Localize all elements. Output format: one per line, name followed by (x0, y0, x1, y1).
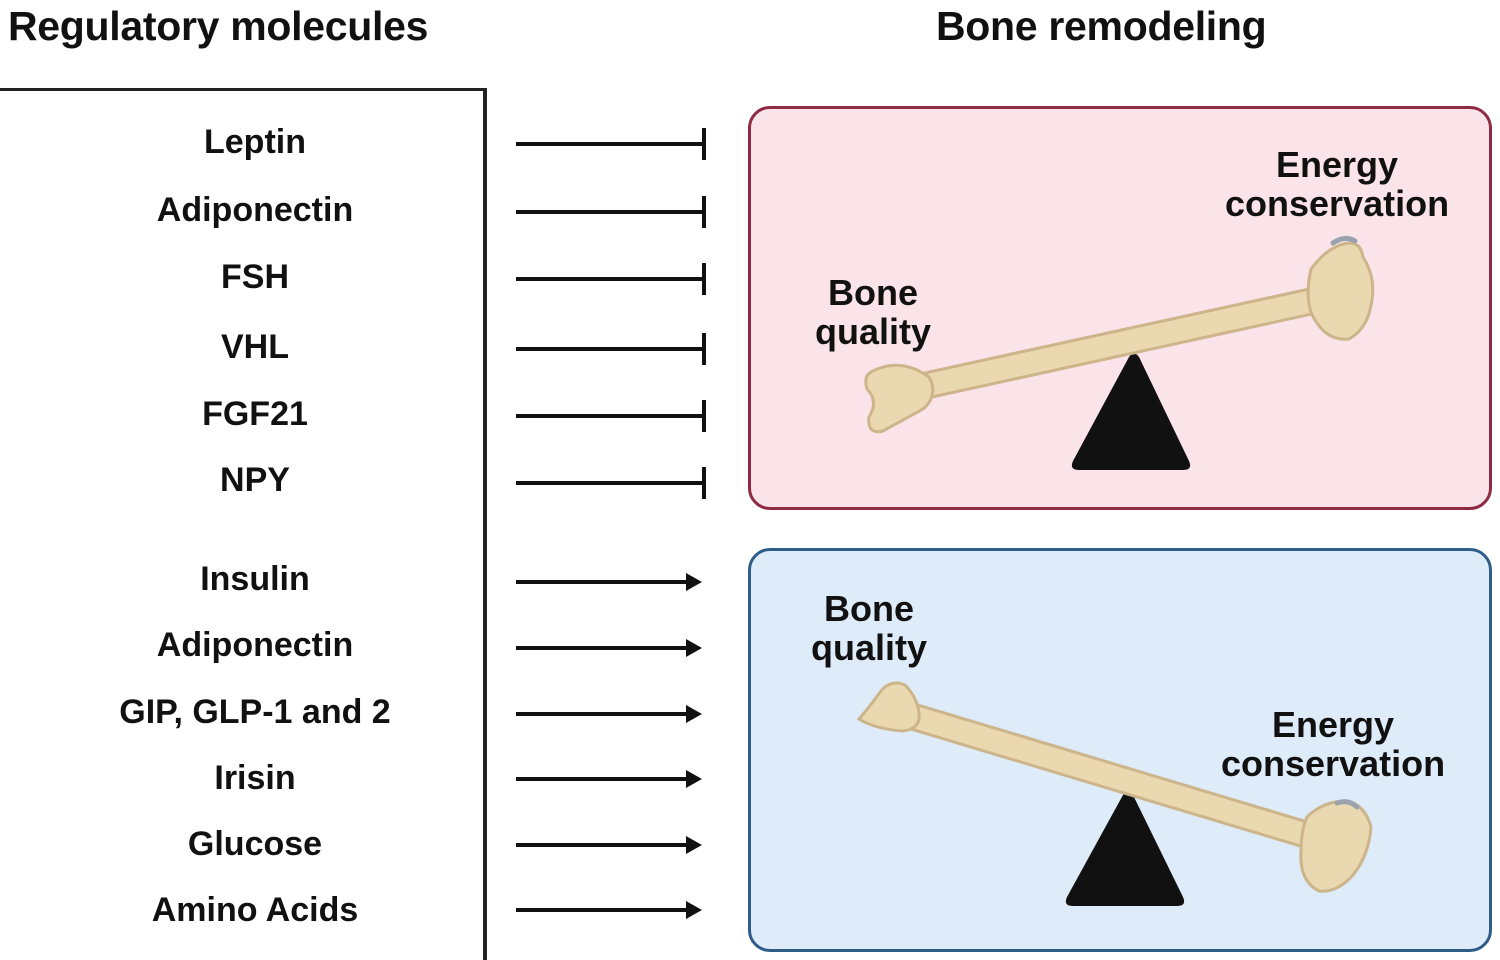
label-quality: quality (815, 311, 932, 352)
heading-regulatory-molecules: Regulatory molecules (8, 3, 429, 49)
inhibition-arrow-vhl (516, 333, 706, 365)
molecule-fsh: FSH (221, 258, 289, 296)
bone-icon (864, 235, 1375, 434)
label-energy-conservation-top: Energy conservation (1225, 145, 1449, 223)
fulcrum-triangle (1071, 353, 1191, 470)
molecule-amino-acids: Amino Acids (151, 891, 359, 929)
seesaw-bone-down-right (856, 681, 1373, 906)
molecule-vhl: VHL (221, 328, 289, 366)
activation-arrow-adiponectin (516, 639, 702, 657)
panel-inhibited-remodeling: Bone quality Energy conservation (748, 106, 1492, 510)
bone-icon (856, 681, 1373, 893)
molecule-irisin: Irisin (214, 759, 296, 797)
inhibition-arrow-adiponectin (516, 196, 706, 228)
heading-bone-remodeling: Bone remodeling (936, 3, 1267, 49)
label-energy: Energy (1276, 144, 1399, 185)
activation-arrow-insulin (516, 573, 702, 591)
label-conservation: conservation (1221, 743, 1446, 784)
label-bone-quality-top: Bone quality (815, 273, 931, 351)
label-energy: Energy (1272, 704, 1395, 745)
label-conservation: conservation (1225, 183, 1450, 224)
molecule-adiponectin-inhibitor: Adiponectin (156, 191, 354, 229)
label-bone: Bone (828, 272, 918, 313)
molecule-glucose: Glucose (187, 825, 323, 863)
activation-arrow-glucose (516, 836, 702, 854)
activation-arrow-amino-acids (516, 901, 702, 919)
activation-arrow-irisin (516, 770, 702, 788)
molecule-gip-glp: GIP, GLP-1 and 2 (119, 693, 391, 731)
left-column-right-border (483, 88, 487, 960)
molecule-npy: NPY (220, 461, 290, 499)
molecule-leptin: Leptin (204, 123, 306, 161)
label-energy-conservation-bottom: Energy conservation (1221, 705, 1445, 783)
inhibition-arrow-fsh (516, 263, 706, 295)
fulcrum-triangle (1065, 791, 1185, 906)
left-column-top-border (0, 88, 487, 91)
label-bone-quality-bottom: Bone quality (811, 589, 927, 667)
molecule-adiponectin-promoter: Adiponectin (156, 626, 354, 664)
inhibition-arrow-fgf21 (516, 400, 706, 432)
label-quality: quality (811, 627, 928, 668)
panel-promoted-remodeling: Bone quality Energy conservation (748, 548, 1492, 952)
seesaw-bone-down-left (864, 235, 1375, 470)
activation-arrow-gip-glp (516, 705, 702, 723)
inhibition-arrow-npy (516, 467, 706, 499)
molecule-insulin: Insulin (200, 560, 310, 598)
inhibition-arrow-leptin (516, 128, 706, 160)
molecule-fgf21: FGF21 (202, 395, 308, 433)
label-bone: Bone (824, 588, 914, 629)
